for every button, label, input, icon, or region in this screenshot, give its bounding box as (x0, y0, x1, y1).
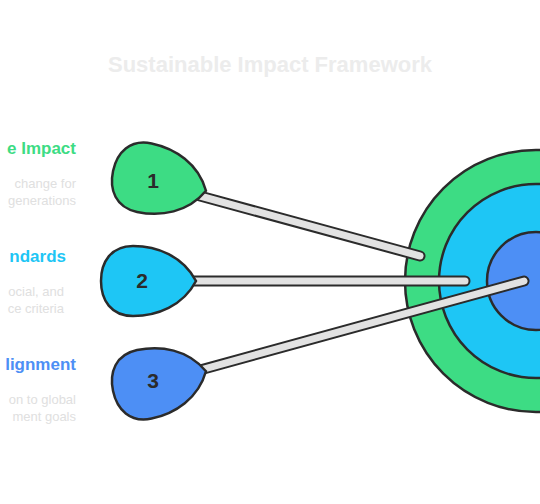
pin-outline (106, 337, 213, 425)
dart-stick-outline (200, 196, 420, 256)
callout-number: 3 (110, 344, 210, 418)
pin-outline (106, 137, 213, 225)
diagram-title: Sustainable Impact Framework (0, 52, 540, 78)
pin-shape (99, 244, 199, 318)
item-heading: lignment (0, 356, 76, 373)
dart-pin: 1 (110, 144, 210, 218)
pin-shape (110, 144, 210, 218)
pin-shape (110, 344, 210, 418)
item-heading: e Impact (0, 140, 76, 157)
item-description: ocial, and ce criteria (0, 283, 64, 317)
item-heading: ndards (0, 248, 66, 265)
dart-pin: 2 (99, 244, 199, 318)
pin-outline (101, 246, 196, 316)
dart-sticks (190, 196, 524, 370)
item-description: on to global ment goals (0, 391, 76, 425)
dart-stick (200, 196, 420, 256)
dart-stick (190, 278, 465, 285)
dart-stick-outline (200, 281, 524, 370)
dart-stick (200, 281, 524, 370)
dart-pin: 3 (110, 344, 210, 418)
dart-stick-outline (190, 276, 465, 287)
callout-number: 2 (99, 244, 199, 318)
callout-number: 1 (110, 144, 210, 218)
item-description: change for generations (0, 175, 76, 209)
